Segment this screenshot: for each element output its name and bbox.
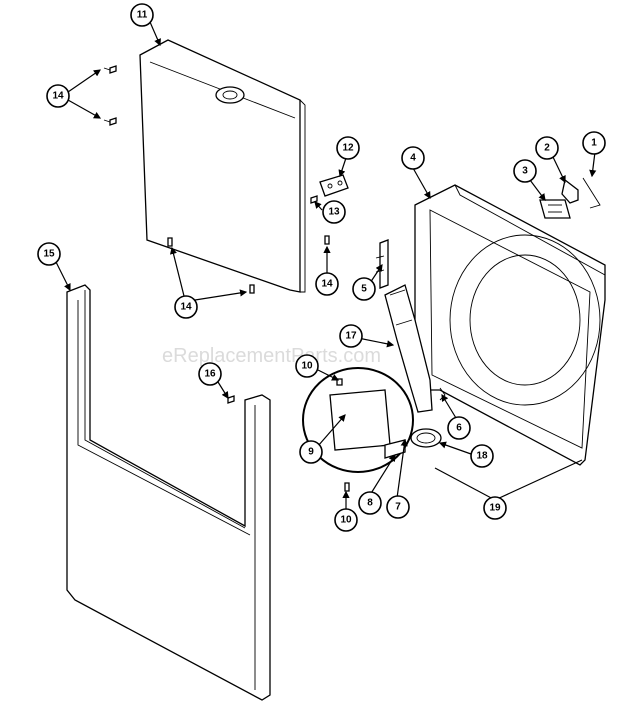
callout-14-b: 14 <box>315 272 339 296</box>
callout-1: 1 <box>582 131 606 155</box>
leader-lines <box>55 21 597 510</box>
svg-text:4: 4 <box>410 153 416 164</box>
side-bracket <box>375 239 389 289</box>
callout-10-b: 10 <box>334 508 358 532</box>
svg-text:9: 9 <box>308 447 314 458</box>
callout-5: 5 <box>352 277 376 301</box>
svg-text:14: 14 <box>52 91 64 102</box>
svg-text:6: 6 <box>456 423 462 434</box>
callout-2: 2 <box>535 136 559 160</box>
svg-text:3: 3 <box>522 166 528 177</box>
svg-text:10: 10 <box>301 361 313 372</box>
callout-15: 15 <box>37 242 61 266</box>
svg-text:17: 17 <box>345 331 357 342</box>
callout-10-a: 10 <box>295 354 319 378</box>
svg-text:1: 1 <box>591 138 597 149</box>
duct <box>384 284 433 413</box>
svg-text:10: 10 <box>340 515 352 526</box>
svg-text:12: 12 <box>342 143 354 154</box>
front-panel <box>66 284 271 701</box>
svg-text:5: 5 <box>361 284 367 295</box>
top-cover-panel <box>139 39 306 293</box>
svg-text:19: 19 <box>489 503 501 514</box>
callout-7: 7 <box>386 495 410 519</box>
door-switch <box>539 199 571 219</box>
callout-8: 8 <box>358 491 382 515</box>
svg-text:7: 7 <box>395 502 401 513</box>
svg-text:16: 16 <box>204 369 216 380</box>
callout-11: 11 <box>130 3 154 27</box>
hinge-bracket <box>319 174 349 197</box>
svg-text:2: 2 <box>544 143 550 154</box>
svg-text:13: 13 <box>328 207 340 218</box>
callout-12: 12 <box>336 136 360 160</box>
callout-3: 3 <box>513 159 537 183</box>
watermark-text: eReplacementParts.com <box>162 345 381 367</box>
svg-text:11: 11 <box>137 10 148 21</box>
svg-text:15: 15 <box>43 249 55 260</box>
callout-14-c: 14 <box>174 295 198 319</box>
screws <box>103 65 350 492</box>
callout-14-a: 14 <box>46 84 70 108</box>
callout-13: 13 <box>322 200 346 224</box>
callout-17: 17 <box>339 324 363 348</box>
grommet <box>410 428 442 448</box>
seal-ring <box>302 367 414 473</box>
clips <box>561 177 601 209</box>
callout-9: 9 <box>299 440 323 464</box>
callout-18: 18 <box>470 444 494 468</box>
callout-4: 4 <box>401 146 425 170</box>
svg-text:18: 18 <box>476 451 488 462</box>
svg-text:14: 14 <box>180 302 192 313</box>
svg-text:14: 14 <box>321 279 333 290</box>
callout-19: 19 <box>483 496 507 520</box>
svg-text:8: 8 <box>367 498 373 509</box>
callout-6: 6 <box>447 416 471 440</box>
callout-16: 16 <box>198 362 222 386</box>
bulkhead-frame <box>414 184 606 466</box>
